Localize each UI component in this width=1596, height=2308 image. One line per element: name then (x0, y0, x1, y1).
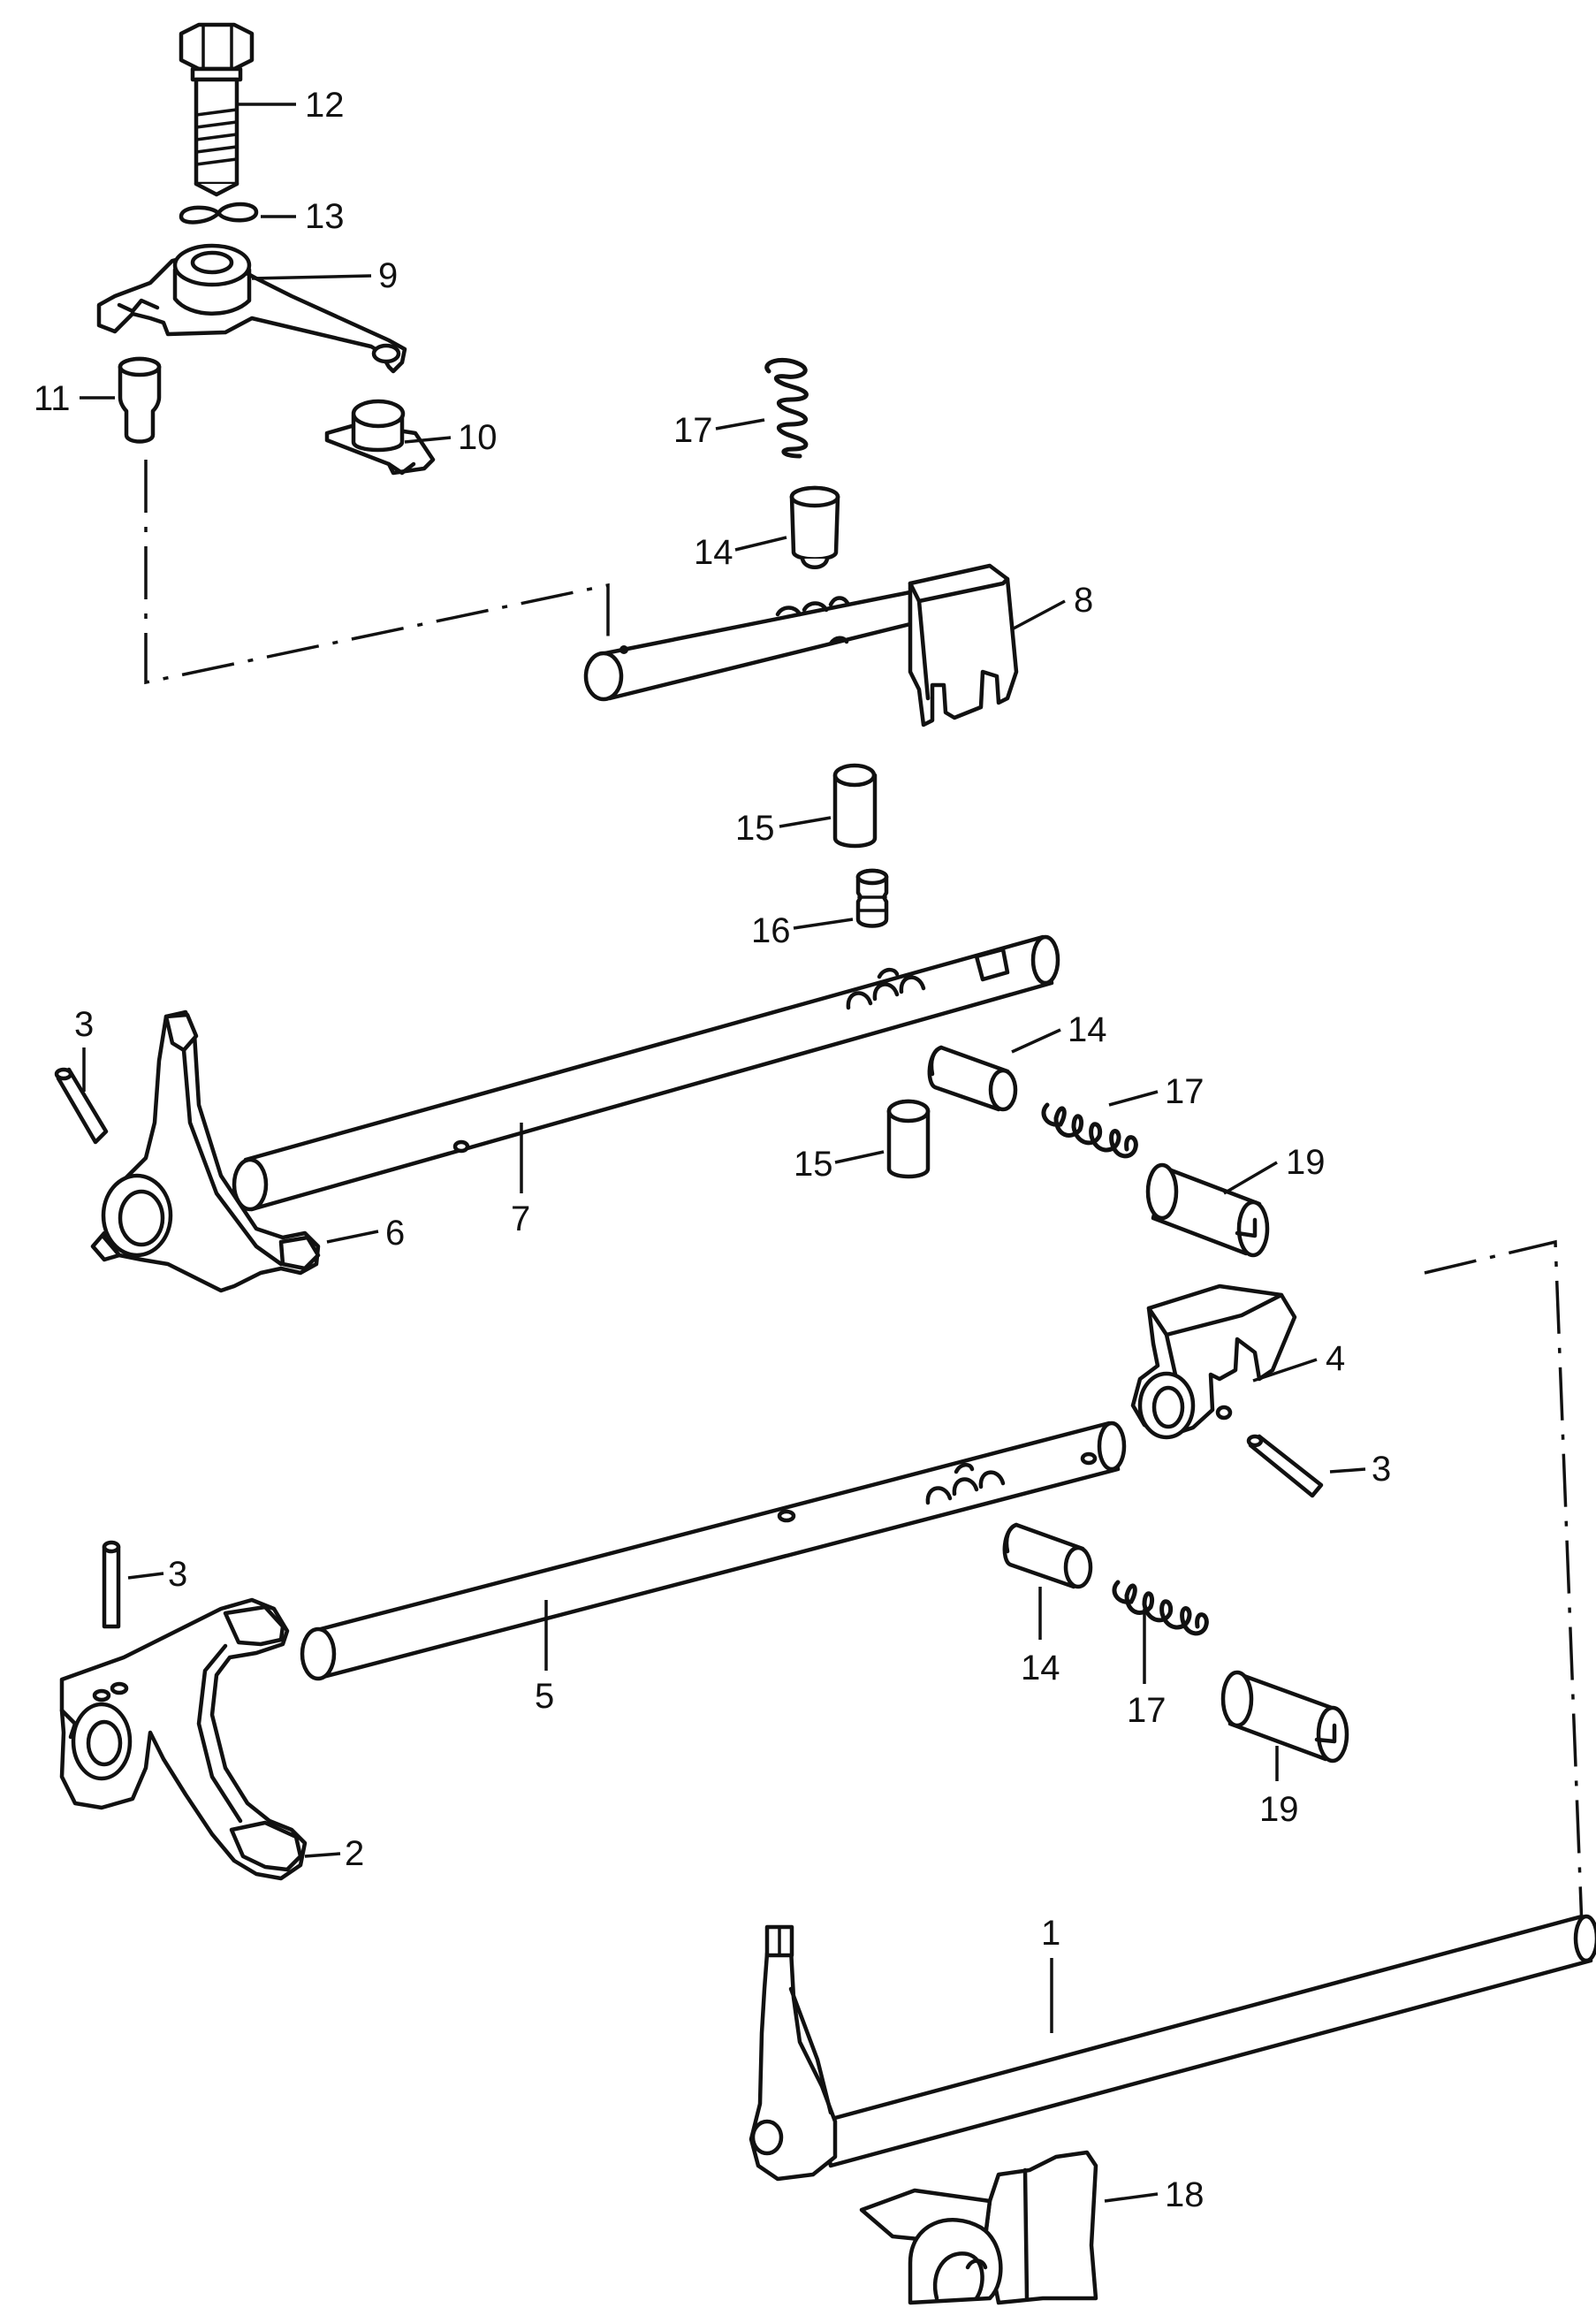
part-1-shift-shaft (749, 1914, 1596, 2182)
callout-7: 7 (511, 1200, 530, 1238)
part-3-roll-pin-right (1246, 1434, 1324, 1498)
part-15-interlock-top (832, 763, 878, 849)
leader-lines (80, 103, 1366, 2203)
callout-4: 4 (1326, 1339, 1345, 1378)
part-10-slide-block (324, 399, 436, 476)
part-14-plunger-top (789, 485, 840, 569)
part-6-shift-fork-upper (90, 1009, 321, 1293)
callout-17-middle: 17 (1165, 1072, 1205, 1111)
callout-16: 16 (751, 911, 791, 950)
callout-9: 9 (378, 256, 398, 295)
part-9-selector-lever (96, 243, 407, 374)
callout-2: 2 (345, 1834, 364, 1873)
part-19-sleeve-lower (1220, 1670, 1349, 1763)
part-8-selector-rod (583, 563, 1019, 727)
callout-14-middle: 14 (1068, 1010, 1107, 1049)
part-17-spring-top (764, 358, 809, 459)
callout-3-upper: 3 (74, 1005, 94, 1044)
callout-6: 6 (385, 1214, 405, 1253)
callout-3-left: 3 (168, 1555, 187, 1594)
part-17-spring-middle (1041, 1102, 1138, 1159)
part-16-interlock-pin (855, 868, 889, 928)
callout-14-top: 14 (694, 533, 733, 572)
callout-11: 11 (34, 379, 71, 418)
callout-19-middle: 19 (1286, 1143, 1326, 1182)
callout-17-top: 17 (673, 411, 713, 450)
callout-19-lower: 19 (1259, 1790, 1299, 1829)
part-2-shift-fork-lower (59, 1597, 308, 1881)
part-18-guide-bush (859, 2150, 1098, 2305)
part-15-interlock-middle (886, 1099, 931, 1179)
part-11-pin (118, 356, 162, 444)
part-3-roll-pin-left (102, 1540, 121, 1629)
part-4-fork-head (1130, 1283, 1297, 1440)
callout-10: 10 (458, 418, 498, 457)
callout-labels: 12 13 9 11 10 17 14 8 15 16 3 14 17 15 1… (34, 86, 1391, 2214)
part-5-selector-rod (300, 1421, 1127, 1681)
callout-3-right: 3 (1372, 1450, 1391, 1489)
alignment-line-lower (1424, 1239, 1584, 1928)
part-17-spring-lower (1112, 1580, 1209, 1636)
callout-12: 12 (305, 86, 345, 125)
callout-18: 18 (1165, 2175, 1205, 2214)
part-14-plunger-lower (1002, 1522, 1093, 1589)
callout-5: 5 (535, 1677, 554, 1716)
part-13-spring-washer (179, 202, 259, 225)
callout-8: 8 (1074, 581, 1093, 620)
part-14-plunger-middle (927, 1045, 1018, 1112)
callout-15-top: 15 (735, 809, 775, 848)
part-3-roll-pin-upper (54, 1067, 109, 1145)
callout-15-middle: 15 (794, 1145, 833, 1184)
part-19-sleeve-middle (1145, 1162, 1270, 1258)
callout-17-lower: 17 (1127, 1691, 1167, 1730)
callout-1: 1 (1041, 1914, 1060, 1953)
part-12-hex-bolt (179, 22, 255, 197)
callout-13: 13 (305, 197, 345, 236)
callout-14-lower: 14 (1021, 1649, 1060, 1687)
alignment-line-upper (144, 460, 610, 685)
part-7-selector-rod (232, 934, 1060, 1212)
